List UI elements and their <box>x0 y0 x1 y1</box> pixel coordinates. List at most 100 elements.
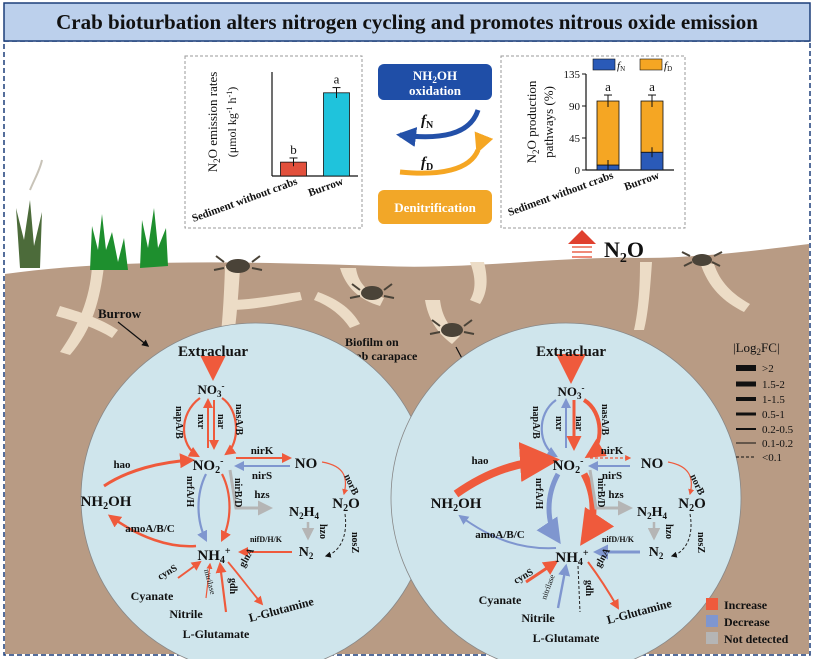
gene-nosZ: nosZ <box>349 532 360 553</box>
emission-bar <box>323 92 350 177</box>
emission-y-units: (μmol kg-1 h-1) <box>225 87 239 157</box>
fN-arrow <box>396 109 481 147</box>
gene-amoABC: amoA/B/C <box>125 523 175 535</box>
gene-nirK: nirK <box>251 445 274 457</box>
gene-nasAB-right: nasA/B <box>599 404 610 435</box>
increase-label: Increase <box>724 598 768 612</box>
nh2oh-node-right: NH2OH <box>431 496 482 514</box>
legend-item-2: 1-1.5 <box>762 394 785 406</box>
fD-arrow <box>399 131 494 176</box>
gene-napAB-right: napA/B <box>530 406 541 439</box>
pathway-ytick-90: 90 <box>569 101 581 113</box>
n2h4-node: N2H4 <box>289 505 320 521</box>
emission-significance-letter: a <box>334 72 340 87</box>
cyanate-node: Cyanate <box>131 589 174 603</box>
pathway-y-label: N2O production <box>524 80 541 163</box>
pathway-chart: baaa <box>582 73 674 171</box>
nh2oh-oxidation-label: NH2OH <box>413 68 457 85</box>
direction-legend: Increase Decrease Not detected <box>706 598 789 646</box>
n2-node-right: N2 <box>649 545 664 561</box>
legend-item-5: 0.1-0.2 <box>762 438 793 450</box>
gene-nar-right: nar <box>573 416 584 432</box>
legend-fD-swatch <box>639 58 663 71</box>
gene-napAB: napA/B <box>173 406 184 439</box>
legend-fD-label: fD <box>664 60 672 73</box>
legend-title: |Log2FC| <box>733 340 780 357</box>
gene-hzo-right: hzo <box>663 524 674 539</box>
pathway-significance-letter: a <box>649 79 655 94</box>
extracellular-label: Extracluar <box>178 344 248 360</box>
n2h4-node-right: N2H4 <box>637 505 668 521</box>
denitrification-box <box>378 190 492 224</box>
n2o-node-right: N2O <box>678 496 706 514</box>
emission-significance-letter: b <box>290 142 297 157</box>
gene-nrfAH-right: nrfA/H <box>533 478 544 509</box>
n2-node: N2 <box>299 545 314 561</box>
no2-node: NO2- <box>193 456 224 476</box>
gene-hzs-right: hzs <box>608 489 624 501</box>
pathway-significance-letter: a <box>605 79 611 94</box>
legend-item-4: 0.2-0.5 <box>762 424 794 436</box>
decrease-swatch <box>706 615 718 627</box>
legend-fN-swatch <box>592 58 616 71</box>
not-detected-label: Not detected <box>724 632 789 646</box>
no-node: NO <box>295 456 318 472</box>
cyanate-node-right: Cyanate <box>479 593 522 607</box>
increase-swatch <box>706 598 718 610</box>
gene-amoABC-right: amoA/B/C <box>475 529 525 541</box>
legend-item-1: 1.5-2 <box>762 379 785 391</box>
gene-nirS: nirS <box>252 470 272 482</box>
title-banner <box>3 2 811 42</box>
pathway-ytick-0: 0 <box>575 165 581 177</box>
n2o-emission-label: N2O <box>604 237 644 266</box>
grass-icon <box>16 159 168 270</box>
pathway-ytick-45: 45 <box>569 133 581 145</box>
glutamate-node-right: L-Glutamate <box>533 631 600 645</box>
legend-fN-label: fN <box>617 60 625 73</box>
biofilm-label: Biofilm on <box>345 335 399 349</box>
page-title: Crab bioturbation alters nitrogen cyclin… <box>56 10 758 34</box>
nh2oh-oxidation-label-2: oxidation <box>409 83 462 98</box>
nitrile-node-right: Nitrile <box>521 611 555 625</box>
gene-nasAB: nasA/B <box>233 404 244 435</box>
denitrification-label: Denitrification <box>394 200 476 215</box>
gene-nxr-right: nxr <box>553 416 564 432</box>
emission-y-label: N2O emission rates <box>205 72 222 173</box>
nh2oh-node: NH2OH <box>81 494 132 512</box>
gene-nirS-right: nirS <box>602 470 622 482</box>
gene-nirBD: nirB/D <box>232 478 243 507</box>
log2fc-legend: |Log2FC| >2 1.5-2 1-1.5 0.5-1 0.2-0.5 0.… <box>733 340 794 464</box>
gene-nxr: nxr <box>195 414 206 430</box>
gene-hzo: hzo <box>317 524 328 539</box>
emission-chart: ba <box>271 72 358 177</box>
no3-node: NO3- <box>198 381 225 399</box>
pathway-bar-fD <box>640 100 664 153</box>
fD-label: fD <box>421 155 433 173</box>
gene-nirK-right: nirK <box>601 445 624 457</box>
nitrile-node: Nitrile <box>169 607 203 621</box>
n2o-emission-arrow <box>568 230 596 258</box>
gene-nosZ-right: nosZ <box>695 532 706 553</box>
gene-nirBD-right: nirB/D <box>595 478 606 507</box>
burrow-pointer <box>117 321 150 347</box>
no2-node-right: NO2- <box>553 456 584 476</box>
pathway-y-label-2: pathways (%) <box>541 86 556 158</box>
gene-nar: nar <box>215 414 226 430</box>
nh2oh-oxidation-box <box>378 64 492 100</box>
fN-label: fN <box>421 113 434 131</box>
burrow-label: Burrow <box>98 306 142 321</box>
gene-hzs: hzs <box>254 489 270 501</box>
extracellular-label-right: Extracluar <box>536 344 606 360</box>
not-detected-swatch <box>706 632 718 644</box>
decrease-label: Decrease <box>724 615 770 629</box>
crab-icon <box>213 251 723 337</box>
burrows <box>56 262 750 360</box>
gene-gdh-right: gdh <box>583 580 594 597</box>
pathway-bar-fD <box>596 100 620 166</box>
gene-nrfAH: nrfA/H <box>184 476 195 507</box>
gene-gdh: gdh <box>227 578 238 595</box>
pathway-ytick-135: 135 <box>564 69 581 81</box>
no-node-right: NO <box>641 456 664 472</box>
gene-nifDHK-right: nifD/H/K <box>602 535 635 544</box>
no3-node-right: NO3- <box>558 383 585 401</box>
